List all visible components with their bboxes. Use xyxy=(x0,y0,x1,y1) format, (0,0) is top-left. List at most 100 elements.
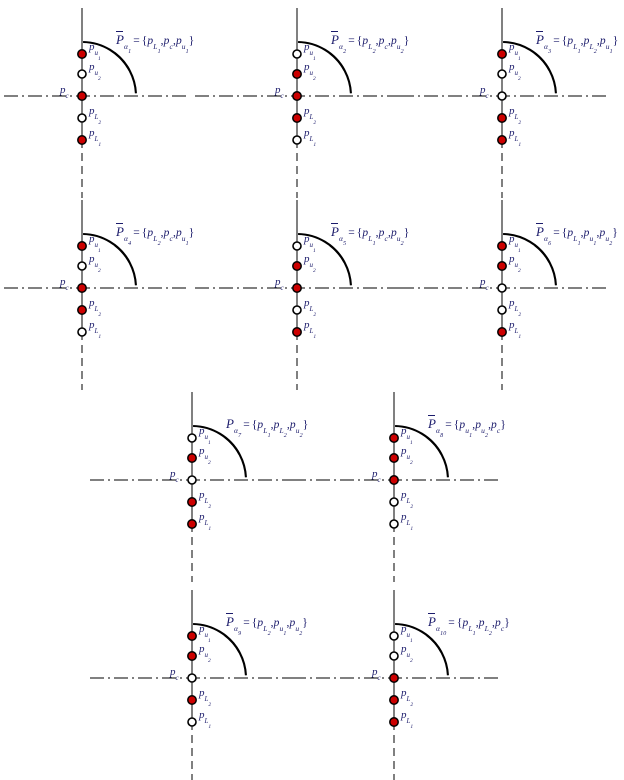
circle-arc-segment xyxy=(224,634,247,676)
marker-u2-filled xyxy=(389,453,399,463)
formula-label: Pα7={pL1,pL2,pu2} xyxy=(226,416,309,440)
marker-L1-filled xyxy=(497,327,507,337)
point-label-L1: pL1 xyxy=(304,127,317,148)
point-label-u2: pu2 xyxy=(89,253,101,274)
marker-u2-filled xyxy=(292,261,302,271)
formula-label: Pα6={pL1,pu1,pu2} xyxy=(536,223,618,248)
circle-arc-segment xyxy=(224,436,247,478)
point-label-c: pc xyxy=(60,84,69,101)
point-label-L2: pL2 xyxy=(304,297,317,318)
point-label-u1: pu1 xyxy=(89,41,101,62)
point-label-c: pc xyxy=(480,276,489,293)
point-label-u1: pu1 xyxy=(401,623,413,644)
marker-c-filled xyxy=(292,283,302,293)
point-label-c: pc xyxy=(275,84,284,101)
marker-u1-filled xyxy=(187,631,197,641)
marker-u1-filled xyxy=(77,49,87,59)
formula-label: Pα4={pL2,pc,pu1} xyxy=(116,223,195,248)
marker-c-hollow xyxy=(497,283,507,293)
marker-L1-hollow xyxy=(187,717,197,727)
marker-L2-filled xyxy=(497,113,507,123)
point-label-L2: pL2 xyxy=(89,297,102,318)
formula-label: Pα5={pL1,pc,pu2} xyxy=(331,223,410,248)
marker-L1-hollow xyxy=(389,519,399,529)
point-label-L1: pL1 xyxy=(89,319,102,340)
formula-label: Pα9={pL2,pu1,pu2} xyxy=(226,613,308,638)
point-label-L2: pL2 xyxy=(304,105,317,126)
point-label-c: pc xyxy=(170,666,179,683)
marker-u1-filled xyxy=(497,49,507,59)
point-label-L1: pL1 xyxy=(199,709,212,730)
circle-arc-segment xyxy=(426,436,449,478)
marker-u2-filled xyxy=(497,261,507,271)
circle-arc-segment xyxy=(329,244,352,286)
marker-L1-filled xyxy=(389,717,399,727)
point-label-u2: pu2 xyxy=(509,253,521,274)
point-label-L1: pL1 xyxy=(509,319,522,340)
marker-L2-filled xyxy=(77,305,87,315)
marker-L2-hollow xyxy=(292,305,302,315)
marker-L1-hollow xyxy=(292,135,302,145)
circle-arc-segment xyxy=(114,52,137,94)
circle-arc-segment xyxy=(534,244,557,286)
point-label-c: pc xyxy=(480,84,489,101)
marker-u1-hollow xyxy=(292,49,302,59)
formula-label: Pα1={pL1,pc,pu1} xyxy=(116,31,195,56)
marker-L1-filled xyxy=(77,135,87,145)
marker-c-filled xyxy=(292,91,302,101)
point-label-u1: pu1 xyxy=(509,41,521,62)
marker-L2-filled xyxy=(389,695,399,705)
formula-label: Pα8={pu1,pu2,pc} xyxy=(428,415,506,440)
point-label-L2: pL2 xyxy=(199,489,212,510)
marker-L1-filled xyxy=(187,519,197,529)
point-label-u1: pu1 xyxy=(199,425,211,446)
formula-label: Pα3={pL1,pL2,pu1} xyxy=(536,31,619,56)
point-label-L1: pL1 xyxy=(509,127,522,148)
marker-c-filled xyxy=(389,475,399,485)
point-label-u2: pu2 xyxy=(509,61,521,82)
point-label-u1: pu1 xyxy=(401,425,413,446)
marker-u1-filled xyxy=(389,433,399,443)
marker-u1-filled xyxy=(497,241,507,251)
marker-L2-filled xyxy=(187,497,197,507)
point-label-L2: pL2 xyxy=(199,687,212,708)
circle-arc-segment xyxy=(114,244,137,286)
marker-u1-hollow xyxy=(292,241,302,251)
circle-arc-segment xyxy=(534,52,557,94)
point-label-u2: pu2 xyxy=(401,445,413,466)
point-label-c: pc xyxy=(170,468,179,485)
marker-L2-hollow xyxy=(497,305,507,315)
marker-L2-hollow xyxy=(77,113,87,123)
marker-u2-hollow xyxy=(77,69,87,79)
point-label-L1: pL1 xyxy=(89,127,102,148)
marker-c-hollow xyxy=(187,673,197,683)
point-label-u1: pu1 xyxy=(199,623,211,644)
point-label-L2: pL2 xyxy=(401,489,414,510)
point-label-L2: pL2 xyxy=(509,297,522,318)
marker-L1-hollow xyxy=(77,327,87,337)
point-label-u1: pu1 xyxy=(304,233,316,254)
marker-c-filled xyxy=(77,91,87,101)
marker-c-hollow xyxy=(187,475,197,485)
formula-label: Pα2={pL2,pc,pu2} xyxy=(331,31,410,56)
point-label-u2: pu2 xyxy=(199,445,211,466)
marker-L1-filled xyxy=(497,135,507,145)
point-label-u2: pu2 xyxy=(401,643,413,664)
marker-u2-filled xyxy=(187,453,197,463)
marker-u1-hollow xyxy=(389,631,399,641)
point-label-L2: pL2 xyxy=(509,105,522,126)
marker-c-filled xyxy=(389,673,399,683)
marker-L1-filled xyxy=(292,327,302,337)
point-label-L2: pL2 xyxy=(401,687,414,708)
marker-u2-filled xyxy=(187,651,197,661)
point-label-c: pc xyxy=(275,276,284,293)
marker-L2-filled xyxy=(292,113,302,123)
point-label-L1: pL1 xyxy=(401,709,414,730)
